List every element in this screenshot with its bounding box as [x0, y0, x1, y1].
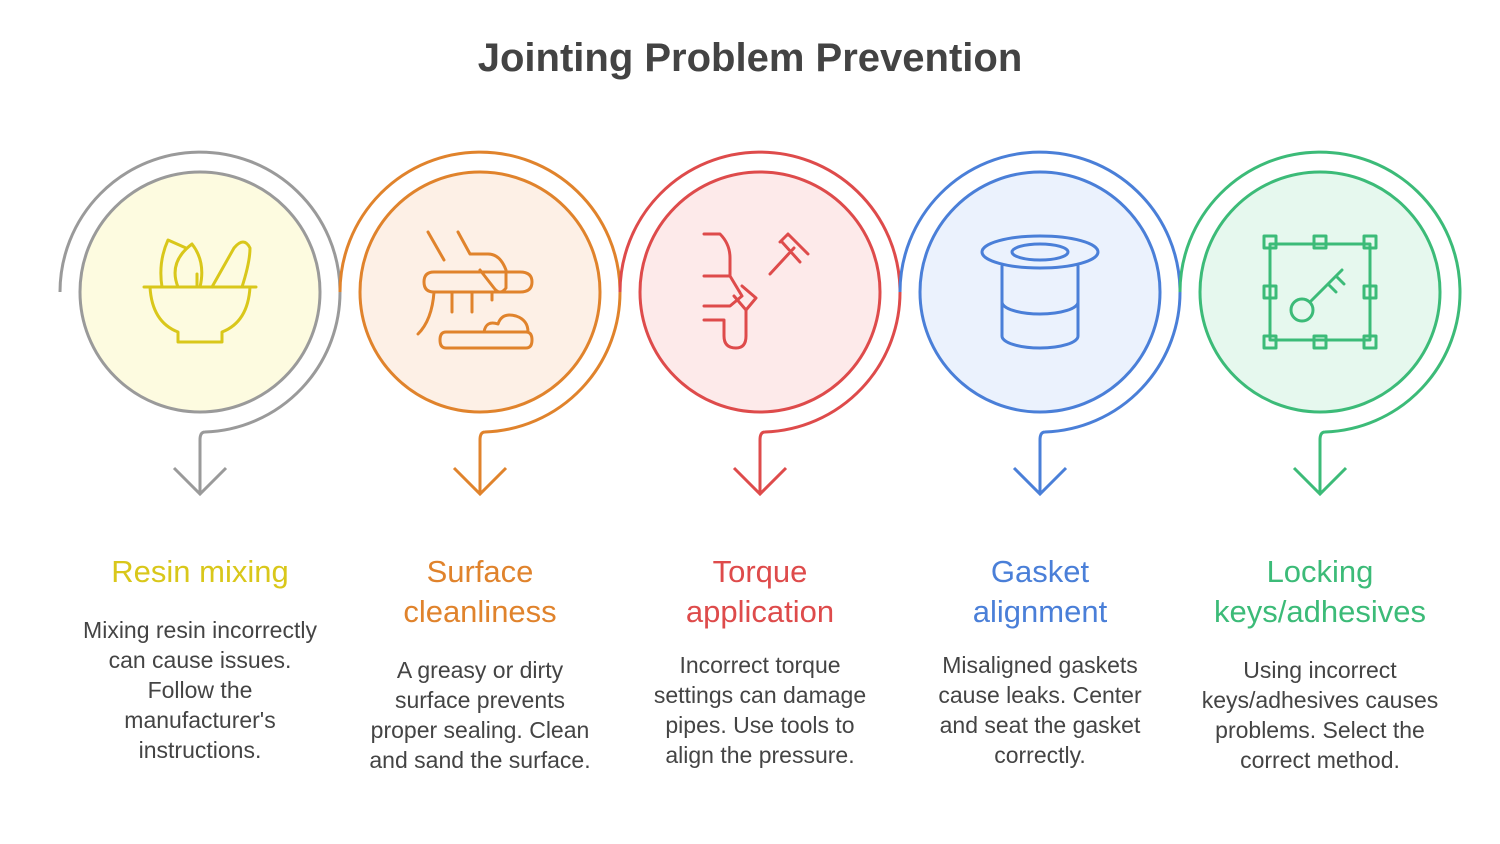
connector-arc	[618, 150, 902, 494]
cleaning-brush-icon	[416, 230, 534, 350]
arrow-down-icon	[1292, 466, 1348, 497]
key-frame-icon	[1262, 234, 1378, 350]
arrow-down-icon	[732, 466, 788, 497]
step-circle	[638, 170, 882, 414]
connector-arc	[1178, 150, 1462, 494]
step-3	[618, 150, 902, 497]
step-circle	[918, 170, 1162, 414]
step-title: Torque application	[630, 552, 890, 632]
step-title: Resin mixing	[70, 552, 330, 592]
step-title-line: alignment	[972, 594, 1108, 629]
step-title-line: Torque	[712, 554, 808, 589]
step-title-line: cleanliness	[403, 594, 557, 629]
step-title-line: keys/adhesives	[1214, 594, 1426, 629]
step-description: Misaligned gaskets cause leaks. Center a…	[938, 652, 1142, 768]
step-title-line: Surface	[426, 554, 534, 589]
connector-arc	[898, 150, 1182, 494]
step-2	[338, 150, 622, 497]
page-title: Jointing Problem Prevention	[477, 36, 1023, 80]
step-title-line: Gasket	[990, 554, 1090, 589]
step-description: Using incorrect keys/adhesives causes pr…	[1201, 657, 1439, 773]
step-title-line: application	[685, 594, 835, 629]
step-title-line: Locking	[1266, 554, 1374, 589]
step-title-line: Resin mixing	[111, 554, 289, 589]
arrow-down-icon	[1012, 466, 1068, 497]
step-title: Gasket alignment	[910, 552, 1170, 632]
arrow-down-icon	[172, 466, 228, 497]
mortar-pestle-icon	[142, 238, 258, 344]
connector-arc	[58, 150, 342, 494]
connector-arc	[338, 150, 622, 494]
step-description: Incorrect torque settings can damage pip…	[653, 652, 867, 768]
step-5	[1178, 150, 1462, 497]
step-title: Surface cleanliness	[350, 552, 610, 632]
step-description: Mixing resin incorrectly can cause issue…	[83, 617, 317, 763]
gasket-cylinder-icon	[980, 234, 1100, 350]
step-4	[898, 150, 1182, 497]
step-circle	[78, 170, 322, 414]
step-title: Locking keys/adhesives	[1190, 552, 1450, 632]
step-description: A greasy or dirty surface prevents prope…	[369, 657, 591, 773]
arrow-down-icon	[452, 466, 508, 497]
step-1	[58, 150, 342, 497]
wrench-torque-icon	[702, 232, 810, 350]
